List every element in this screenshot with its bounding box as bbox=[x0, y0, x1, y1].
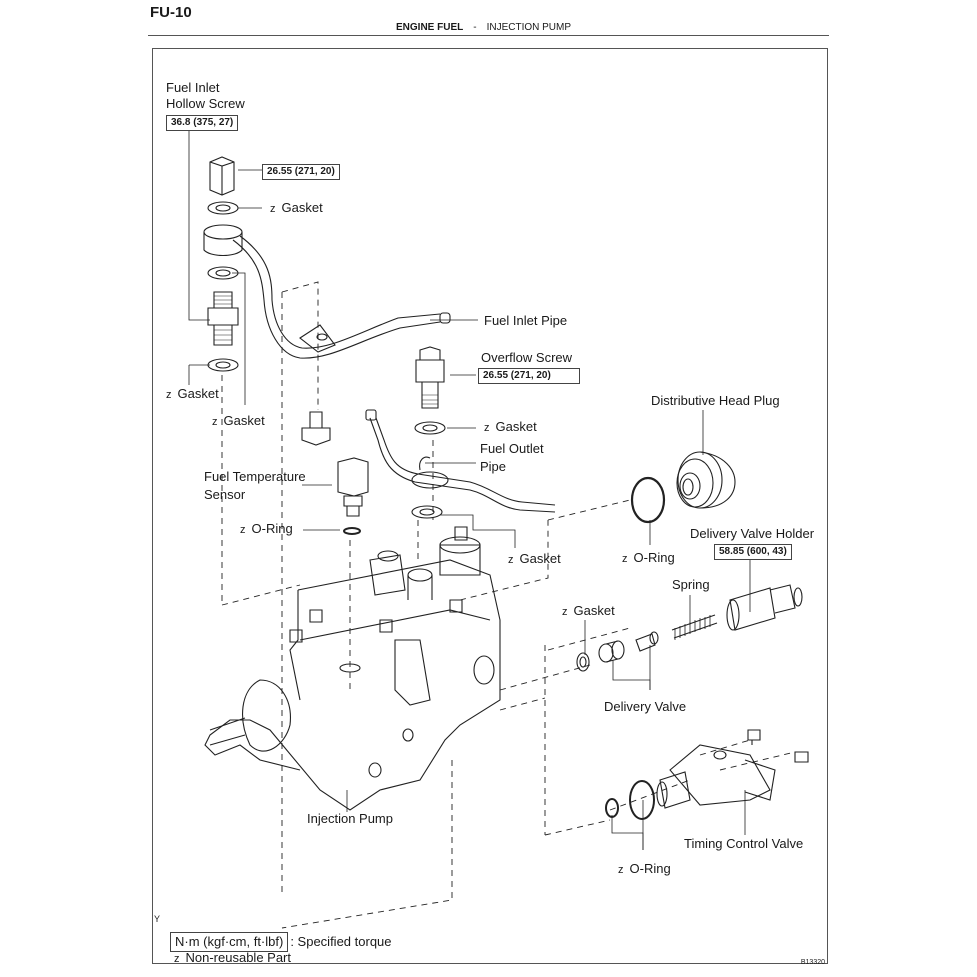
dash-line bbox=[544, 819, 611, 836]
figure-code: B13320 bbox=[800, 959, 825, 966]
dash-line bbox=[281, 760, 453, 929]
label-delivery-valve: Delivery Valve bbox=[604, 699, 687, 714]
union-nut-icon bbox=[209, 156, 235, 196]
pipe-eye-icon bbox=[203, 224, 243, 257]
delivery-valve-icon bbox=[635, 631, 659, 652]
legend-non-reusable-desc: Non-reusable Part bbox=[185, 950, 292, 965]
label-fuel-inlet-pipe: Fuel Inlet Pipe bbox=[484, 313, 568, 328]
fuel-outlet-pipe-icon bbox=[365, 409, 556, 513]
subsection-title: INJECTION PUMP bbox=[486, 22, 572, 33]
screw-icon bbox=[794, 751, 809, 763]
label-fuel-temperature-sensor-line2: Sensor bbox=[204, 487, 246, 502]
label-fuel-outlet-pipe-line2: Pipe bbox=[480, 459, 507, 474]
o-ring-icon bbox=[605, 798, 619, 818]
torque-spec-union-nut: 26.55 (271, 20) bbox=[262, 164, 340, 180]
o-ring-icon bbox=[343, 527, 361, 535]
dash-line bbox=[609, 779, 691, 811]
label-timing-control-valve: Timing Control Valve bbox=[684, 836, 804, 851]
assembly-dashed-lines bbox=[221, 281, 796, 929]
gasket-washer-icon bbox=[207, 266, 239, 280]
page-code: FU-10 bbox=[150, 4, 192, 21]
legend-non-reusable: z Non-reusable Part bbox=[174, 950, 291, 967]
non-reusable-mark: z bbox=[622, 553, 628, 565]
legend-torque: N·m (kgf·cm, ft·lbf): Specified torque bbox=[170, 932, 392, 952]
non-reusable-mark: z bbox=[270, 203, 276, 215]
label-fuel-temperature-sensor-line1: Fuel Temperature bbox=[204, 469, 306, 484]
dash-line bbox=[499, 664, 591, 691]
gasket-washer-icon bbox=[576, 652, 590, 672]
section-header: ENGINE FUEL-INJECTION PUMP bbox=[396, 22, 571, 33]
dash-line bbox=[459, 520, 549, 601]
label-distributive-head-plug: Distributive Head Plug bbox=[651, 393, 780, 408]
dash-line bbox=[719, 751, 796, 771]
legend-torque-desc: : Specified torque bbox=[290, 934, 392, 949]
gasket-washer-icon bbox=[207, 358, 239, 372]
dash-line bbox=[281, 281, 319, 410]
non-reusable-mark: z bbox=[166, 389, 172, 401]
label-injection-pump: Injection Pump bbox=[307, 811, 393, 826]
timing-control-valve-icon bbox=[656, 744, 776, 809]
overflow-screw-icon bbox=[415, 346, 445, 409]
label-delivery-valve-holder: Delivery Valve Holder bbox=[690, 526, 815, 541]
non-reusable-mark: z bbox=[484, 422, 490, 434]
fuel-inlet-pipe-icon bbox=[232, 235, 451, 359]
label-fuel-inlet-hollow-screw-line2: Hollow Screw bbox=[166, 96, 245, 111]
label-spring: Spring bbox=[672, 577, 710, 592]
non-reusable-mark: z bbox=[618, 864, 624, 876]
y-mark: Y bbox=[154, 914, 161, 924]
delivery-valve-seat-icon bbox=[598, 640, 625, 663]
bolt-icon bbox=[301, 411, 331, 446]
torque-spec-delivery-valve-holder: 58.85 (600, 43) bbox=[714, 544, 792, 560]
dash-line bbox=[499, 697, 546, 711]
o-ring-icon bbox=[630, 476, 666, 524]
figure-frame bbox=[152, 48, 828, 964]
non-reusable-mark: z bbox=[212, 416, 218, 428]
header-separator: - bbox=[473, 22, 477, 33]
gasket-washer-icon bbox=[411, 505, 443, 519]
label-fuel-inlet-hollow-screw-line1: Fuel Inlet bbox=[166, 80, 220, 95]
injection-pump-icon bbox=[204, 526, 501, 811]
section-title: ENGINE FUEL bbox=[396, 22, 464, 33]
torque-spec-hollow-screw: 36.8 (375, 27) bbox=[166, 115, 239, 131]
legend-torque-unit-box: N·m (kgf·cm, ft·lbf) bbox=[170, 932, 289, 952]
fuel-temperature-sensor-icon bbox=[337, 457, 369, 517]
label-overflow-screw: Overflow Screw bbox=[481, 350, 573, 365]
dash-line bbox=[547, 627, 631, 651]
screw-icon bbox=[747, 729, 761, 745]
dash-line bbox=[221, 584, 301, 606]
leader-lines bbox=[188, 128, 751, 850]
dash-line bbox=[547, 499, 631, 521]
gasket-washer-icon bbox=[207, 201, 239, 215]
o-ring-icon bbox=[629, 780, 655, 820]
non-reusable-mark: z bbox=[174, 953, 180, 965]
delivery-valve-holder-icon bbox=[726, 584, 803, 631]
hollow-screw-icon bbox=[207, 291, 239, 346]
header-rule bbox=[148, 35, 829, 36]
non-reusable-mark: z bbox=[508, 554, 514, 566]
label-fuel-outlet-pipe-line1: Fuel Outlet bbox=[480, 441, 544, 456]
spring-icon bbox=[671, 614, 718, 640]
non-reusable-mark: z bbox=[240, 524, 246, 536]
distributive-head-plug-icon bbox=[676, 451, 736, 509]
torque-spec-overflow-screw: 26.55 (271, 20) bbox=[478, 368, 580, 384]
dash-line bbox=[699, 739, 751, 756]
gasket-washer-icon bbox=[414, 421, 446, 435]
non-reusable-mark: z bbox=[562, 606, 568, 618]
